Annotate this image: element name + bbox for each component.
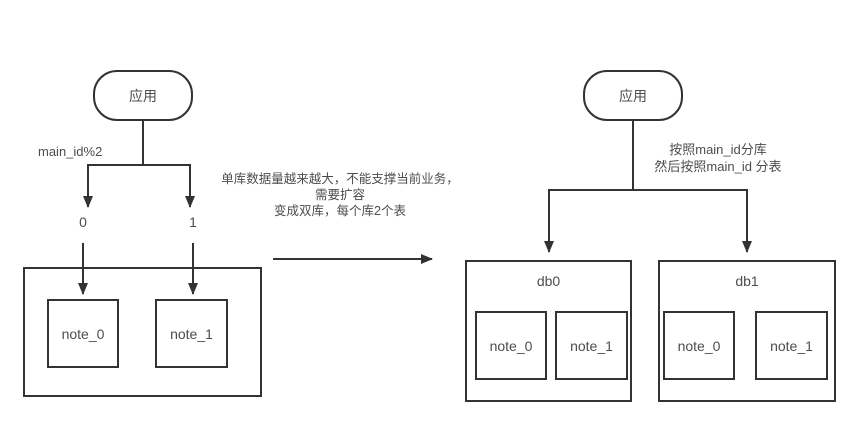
after-shard-rule-line2: 然后按照main_id 分表 [654, 159, 782, 174]
after-db1-box: db1 [658, 260, 836, 402]
after-db0-box: db0 [465, 260, 632, 402]
after-db1-table-note1: note_1 [755, 311, 828, 380]
after-db1-table-note0-label: note_0 [677, 337, 721, 354]
after-db0-table-note0-label: note_0 [489, 337, 533, 354]
transition-caption: 单库数据量越来越大，不能支撑当前业务， 需要扩容 变成双库，每个库2个表 [208, 171, 472, 219]
after-db0-table-note1: note_1 [555, 311, 628, 380]
after-app-label: 应用 [619, 87, 647, 104]
before-table-note1-label: note_1 [170, 325, 213, 342]
before-route-label-1: 1 [189, 214, 197, 230]
after-db0-title: db0 [536, 273, 561, 289]
before-app-label: 应用 [129, 87, 157, 104]
before-route-label-0: 0 [79, 214, 87, 230]
transition-caption-line1: 单库数据量越来越大，不能支撑当前业务， [221, 172, 459, 186]
before-database-box [23, 267, 262, 397]
after-app-node: 应用 [583, 70, 683, 121]
after-shard-rule-line1: 按照main_id分库 [669, 142, 767, 157]
after-shard-rule-caption: 按照main_id分库 然后按照main_id 分表 [616, 141, 820, 175]
after-db1-table-note1-label: note_1 [770, 337, 813, 354]
after-db1-table-note0: note_0 [663, 311, 735, 380]
after-db0-table-note0: note_0 [475, 311, 547, 380]
transition-caption-line3: 变成双库，每个库2个表 [274, 204, 406, 218]
transition-caption-line2: 需要扩容 [314, 188, 365, 202]
before-app-node: 应用 [93, 70, 193, 121]
before-table-note1: note_1 [155, 299, 228, 368]
before-table-note0-label: note_0 [61, 325, 105, 342]
after-db1-title: db1 [735, 273, 759, 289]
before-table-note0: note_0 [47, 299, 119, 368]
before-shard-rule-label: main_id%2 [38, 144, 103, 159]
after-db0-table-note1-label: note_1 [570, 337, 613, 354]
